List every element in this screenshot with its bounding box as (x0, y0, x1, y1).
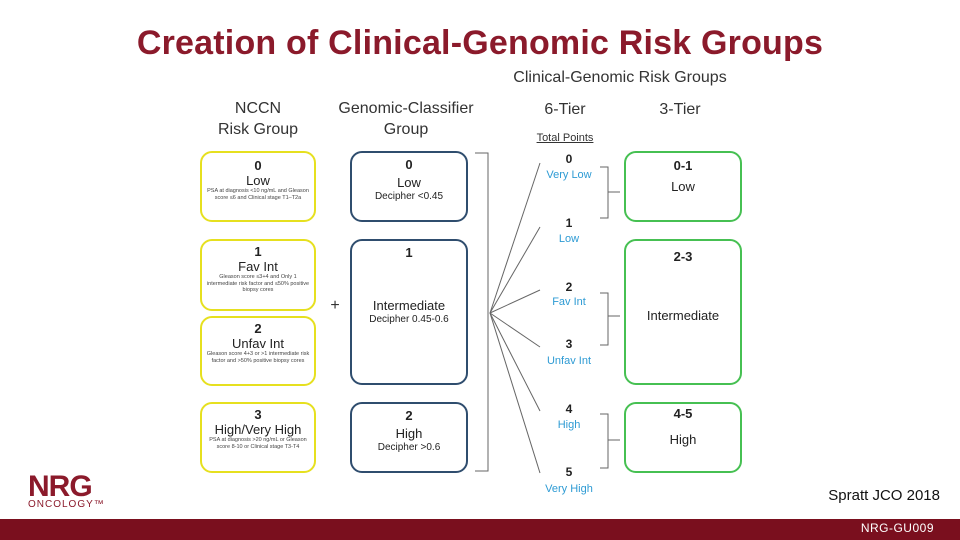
six-tier-label: Unfav Int (546, 355, 592, 367)
diagram-panel (196, 70, 758, 510)
diagram-subtitle: Clinical-Genomic Risk Groups (513, 69, 727, 86)
nccn-criteria: Gleason score 4+3 or >1 intermediate ris… (206, 351, 310, 364)
nccn-points: 2 (254, 321, 262, 336)
nccn-header-line2: Risk Group (217, 121, 299, 138)
combine-bracket (475, 152, 489, 472)
gc-decipher: Decipher >0.6 (377, 442, 441, 453)
three-tier-box-intermediate: 2-3 Intermediate (624, 239, 742, 385)
nccn-criteria: PSA at diagnosis <10 ng/mL and Gleason s… (207, 188, 309, 201)
fan-line (489, 312, 541, 348)
footer-label: NRG-GU009 (860, 521, 934, 535)
six-tier-points: 2 (565, 280, 573, 294)
nccn-label: Fav Int (238, 259, 278, 274)
six-tier-label: High (557, 419, 581, 431)
three-tier-label: Low (671, 179, 695, 194)
nccn-points: 3 (254, 407, 262, 422)
total-points-label: Total Points (536, 132, 594, 144)
three-tier-points: 2-3 (673, 249, 693, 264)
nccn-box-unfav-int: 2 Unfav Int Gleason score 4+3 or >1 inte… (200, 316, 316, 386)
page-title: Creation of Clinical-Genomic Risk Groups (136, 24, 824, 62)
plus-sign: + (330, 297, 340, 314)
gc-box-intermediate: 1 Intermediate Decipher 0.45-0.6 (350, 239, 468, 385)
nccn-criteria: Gleason score ≤3+4 and Only 1 intermedia… (206, 274, 310, 293)
nccn-header: NCCN Risk Group (198, 98, 318, 140)
six-tier-label: Very Low (546, 169, 592, 181)
fan-line (489, 289, 541, 314)
six-tier-header: 6-Tier (544, 101, 586, 118)
gc-box-low: 0 Low Decipher <0.45 (350, 151, 468, 222)
six-tier-points: 0 (565, 152, 573, 166)
citation: Spratt JCO 2018 (828, 487, 940, 504)
nccn-header-line1: NCCN (234, 100, 282, 117)
fan-line (489, 312, 541, 412)
nccn-box-high: 3 High/Very High PSA at diagnosis >20 ng… (200, 402, 316, 473)
gc-decipher: Decipher 0.45-0.6 (369, 314, 449, 325)
three-tier-label: Intermediate (646, 308, 720, 323)
nccn-criteria: PSA at diagnosis >20 ng/mL or Gleason sc… (209, 437, 307, 450)
fan-line (489, 226, 541, 314)
six-tier-label: Very High (545, 483, 593, 495)
three-tier-points: 4-5 (673, 406, 693, 421)
nccn-points: 0 (254, 158, 262, 173)
gc-points: 1 (405, 245, 413, 260)
footer-bar (0, 519, 960, 540)
three-tier-points: 0-1 (673, 158, 693, 173)
nccn-points: 1 (254, 244, 262, 259)
gc-header-line2: Group (383, 121, 429, 138)
gc-label: High (395, 426, 423, 441)
six-tier-points: 1 (565, 216, 573, 230)
nccn-box-low: 0 Low PSA at diagnosis <10 ng/mL and Gle… (200, 151, 316, 222)
three-tier-header: 3-Tier (659, 101, 701, 118)
six-tier-points: 3 (565, 337, 573, 351)
nrg-logo: NRG (28, 470, 93, 503)
fan-line (489, 312, 541, 474)
six-tier-points: 5 (565, 465, 573, 479)
six-tier-label: Low (558, 233, 580, 245)
nccn-box-fav-int: 1 Fav Int Gleason score ≤3+4 and Only 1 … (200, 239, 316, 311)
gc-label: Low (397, 175, 421, 190)
gc-header: Genomic-Classifier Group (326, 98, 486, 140)
six-tier-points: 4 (565, 402, 573, 416)
nccn-label: Low (246, 173, 270, 188)
six-tier-label: Fav Int (552, 296, 586, 308)
three-tier-box-low: 0-1 Low (624, 151, 742, 222)
nccn-label: High/Very High (214, 422, 302, 437)
gc-header-line1: Genomic-Classifier (338, 100, 474, 117)
gc-box-high: 2 High Decipher >0.6 (350, 402, 468, 473)
tier-brace-low (600, 166, 620, 219)
gc-label: Intermediate (372, 298, 446, 313)
fan-line (489, 162, 541, 314)
tier-brace-intermediate (600, 292, 620, 346)
tier-brace-high (600, 413, 620, 469)
nrg-logo-oncology: ONCOLOGY™ (28, 499, 105, 510)
three-tier-box-high: 4-5 High (624, 402, 742, 473)
gc-decipher: Decipher <0.45 (374, 191, 444, 202)
three-tier-label: High (669, 432, 697, 447)
nccn-label: Unfav Int (231, 336, 285, 351)
gc-points: 0 (405, 157, 413, 172)
gc-points: 2 (405, 408, 413, 423)
